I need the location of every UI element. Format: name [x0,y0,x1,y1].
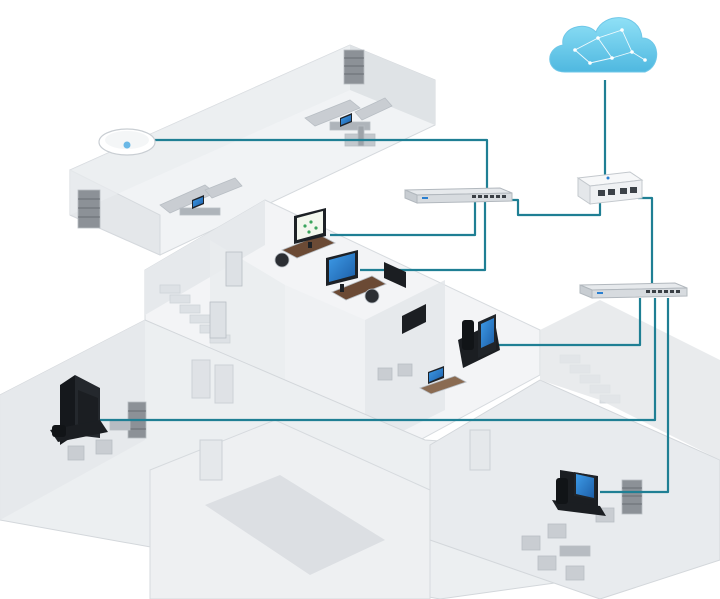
door [214,364,234,404]
wall-tv-icon [402,304,426,334]
building-floorplan [0,44,720,599]
door [469,429,491,471]
cable-core-switch-to-desktop-2 [360,200,487,272]
laptop-icon [192,195,204,209]
switch-icon [579,282,688,299]
waiting-chairs [67,419,131,461]
laptop-icon [428,366,444,384]
cable-access-switch-to-conference-phone [600,298,670,494]
ip-phone-icon [458,314,500,368]
cable-access-switch-to-office-phone [495,298,642,347]
router-icon [576,171,644,205]
cable-access-switch-to-reception-phone [100,298,657,422]
shelf-unit [343,49,365,85]
shelf-unit [621,479,643,515]
ip-phone-icon [552,470,606,516]
monitor-icon [294,208,326,248]
office-chair [364,288,380,304]
cable-core-switch-to-desktop-1 [330,200,477,237]
laptop-icon [340,113,352,127]
switch-icon [404,187,513,204]
cloud-icon [549,17,658,73]
lounge-sofa-set [159,177,243,216]
ground-floor-dark-corridor [205,475,385,575]
upper-floor-right-wall [350,45,435,125]
ip-phone-icon [50,375,108,445]
shelf-unit [77,189,101,229]
door [191,359,211,399]
monitor-icon [326,250,358,292]
desk [419,375,467,395]
wall-tv-icon [384,262,406,288]
shelf-unit [225,251,243,287]
office-chairs [377,363,413,381]
office-chair [274,252,290,268]
cable-gateway-to-core-switch [505,198,602,217]
cable-core-switch-to-access-point [150,138,489,188]
upper-floor-back-wall [70,45,350,215]
shelf-unit [209,301,227,339]
cable-gateway-to-access-switch [638,196,654,285]
network-cables [100,80,670,494]
wifi-ap-icon [98,128,156,156]
ground-floor-right-back-wall [540,300,720,460]
desk [331,275,387,301]
door [199,439,223,481]
